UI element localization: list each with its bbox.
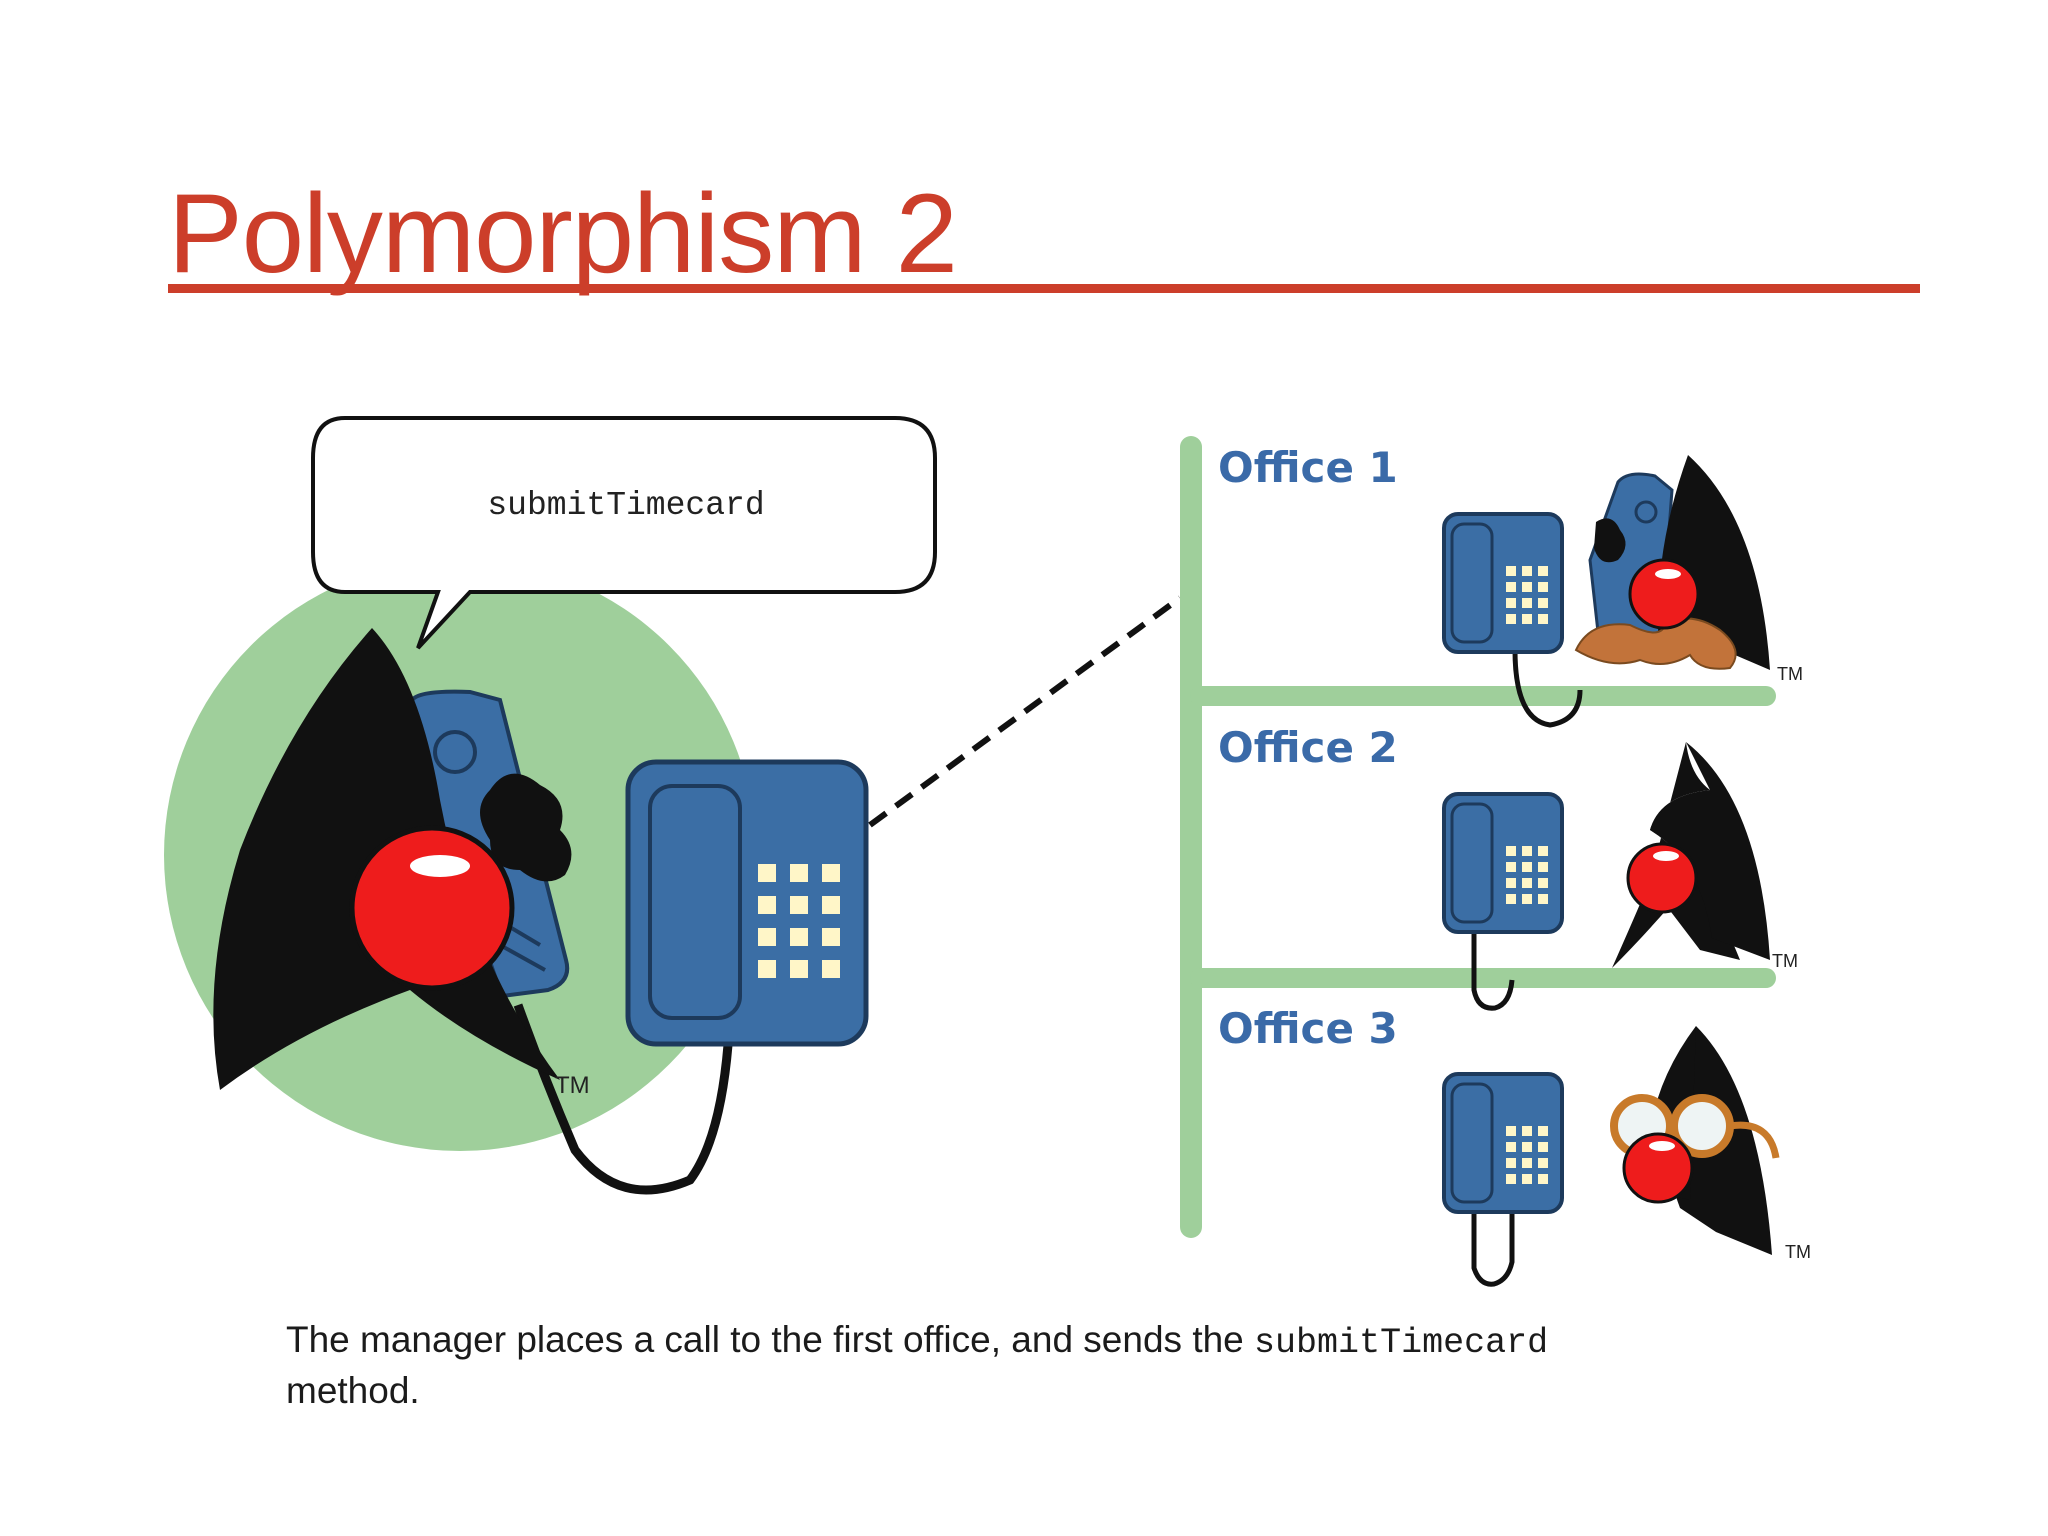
speech-bubble-text: submitTimecard	[487, 487, 764, 524]
office-3-label: Office 3	[1218, 1004, 1398, 1053]
office-2-phone-icon	[1442, 792, 1564, 1011]
diagram-caption: The manager places a call to the first o…	[286, 1316, 1786, 1415]
office-1-phone-icon	[1442, 512, 1583, 728]
office-3-duke-icon: TM	[1610, 1026, 1811, 1262]
rack-pole	[1180, 436, 1202, 1238]
office-3-tm-mark: TM	[1785, 1242, 1811, 1262]
office-2-label: Office 2	[1218, 723, 1398, 772]
manager-handset-icon	[409, 689, 733, 1195]
office-1-duke-icon: TM	[1574, 455, 1803, 684]
call-connection-line	[868, 595, 1182, 828]
office-1-tm-mark: TM	[1777, 664, 1803, 684]
office-2-duke-icon: TM	[1612, 742, 1798, 971]
offices-rack	[1180, 436, 1776, 1238]
shelf-office-2	[1190, 968, 1776, 988]
desk-phone-icon	[625, 759, 869, 1047]
slide-title: Polymorphism 2	[168, 171, 958, 296]
speech-bubble: submitTimecard	[311, 416, 937, 650]
office-3-phone-icon	[1442, 1072, 1564, 1287]
manager-nose	[349, 825, 515, 991]
manager-illustration: submitTimecard TM	[164, 416, 937, 1195]
office-1-label: Office 1	[1218, 443, 1398, 492]
caption-code: submitTimecard	[1254, 1323, 1549, 1363]
office-2-tm-mark: TM	[1772, 951, 1798, 971]
caption-text-continued: method.	[286, 1370, 420, 1411]
manager-tm-mark: TM	[555, 1072, 590, 1099]
caption-text: The manager places a call to the first o…	[286, 1319, 1255, 1360]
title-underline	[168, 284, 1920, 293]
shelf-office-1	[1190, 686, 1776, 706]
